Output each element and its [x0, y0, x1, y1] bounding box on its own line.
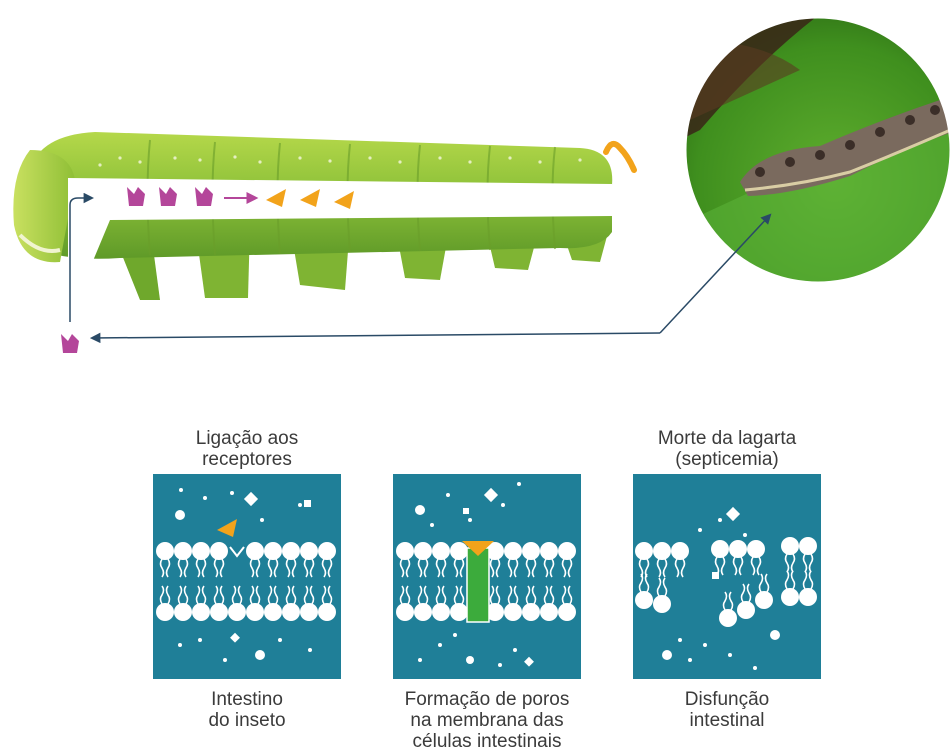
caterpillar-photo — [680, 14, 952, 294]
panel-binding — [153, 474, 341, 679]
caterpillar-illustration — [13, 132, 634, 300]
panel2-bottom-line3: células intestinais — [377, 731, 597, 752]
panel1-top-line2: receptores — [147, 449, 347, 470]
panel-pore — [393, 474, 581, 679]
panel3-top-line1: Morte da lagarta — [617, 428, 837, 449]
panel1-top-label: Ligação aos receptores — [147, 428, 347, 470]
panel1-bottom-line2: do inseto — [147, 710, 347, 731]
panel3-bottom-line2: intestinal — [617, 710, 837, 731]
panel3-bottom-label: Disfunção intestinal — [617, 689, 837, 731]
panel1-bottom-label: Intestino do inseto — [147, 689, 347, 731]
panel3-top-line2: (septicemia) — [617, 449, 837, 470]
panel2-bottom-line1: Formação de poros — [377, 689, 597, 710]
panel2-bottom-label: Formação de poros na membrana das célula… — [377, 689, 597, 752]
panel2-bottom-line2: na membrana das — [377, 710, 597, 731]
panel-dysfunction — [633, 474, 821, 679]
panel1-bottom-line1: Intestino — [147, 689, 347, 710]
panel1-top-line1: Ligação aos — [147, 428, 347, 449]
panel3-bottom-line1: Disfunção — [617, 689, 837, 710]
panel3-top-label: Morte da lagarta (septicemia) — [617, 428, 837, 470]
